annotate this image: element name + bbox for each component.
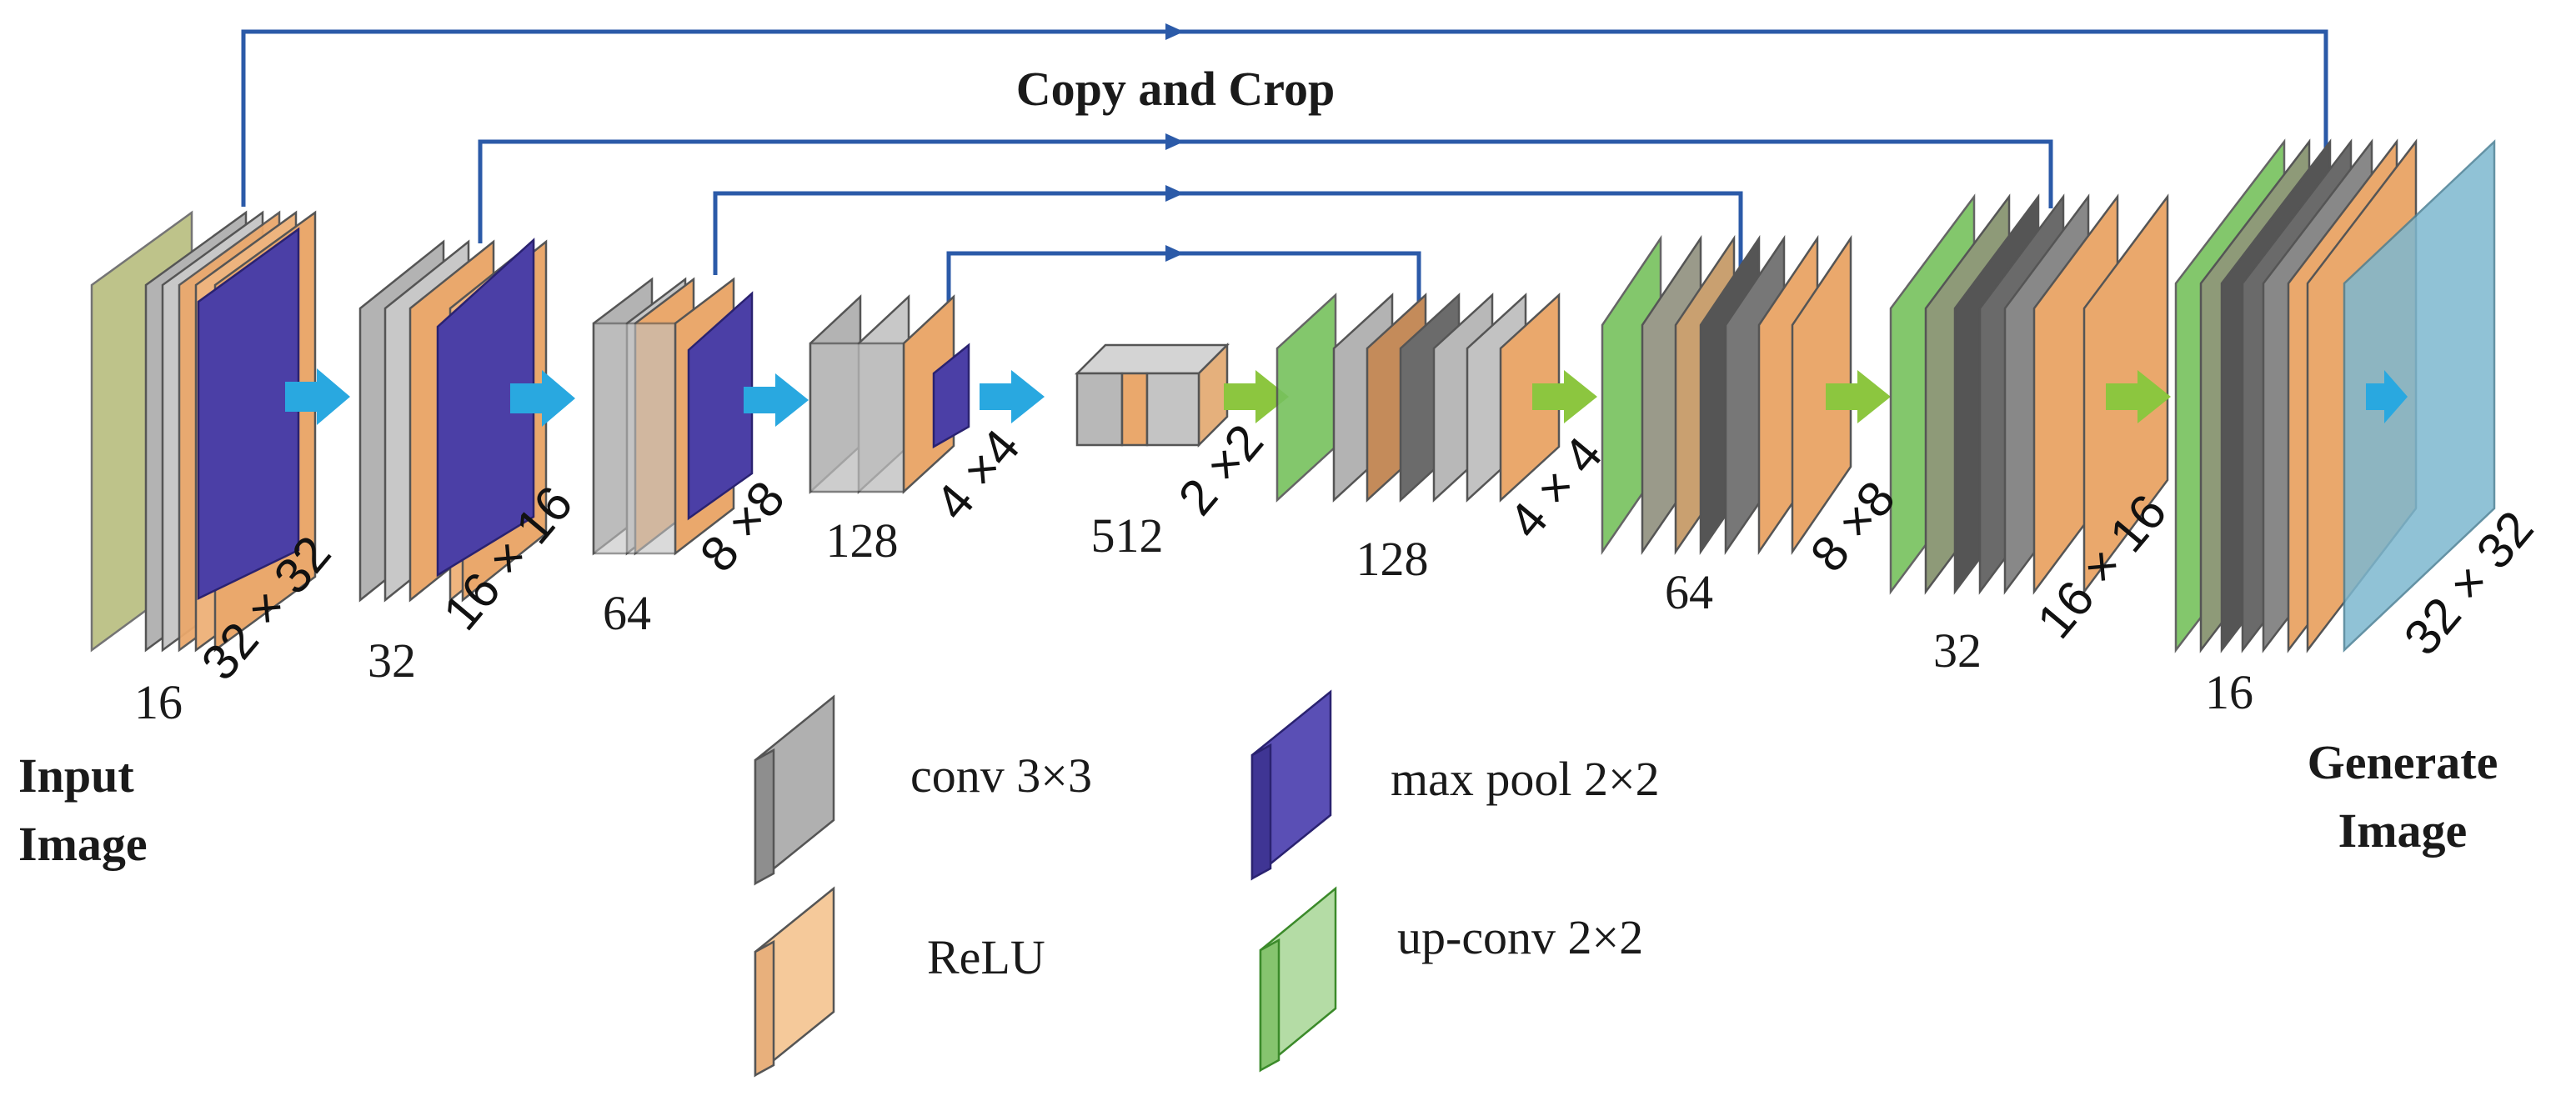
legend-label-conv: conv 3×3 (910, 748, 1092, 803)
arrow-down-2 (510, 370, 575, 427)
maxpool-slab (197, 227, 300, 600)
decoder-block-3 (1601, 234, 1891, 556)
maxpool-slab (932, 343, 970, 449)
legend-swatch-conv-side (754, 748, 775, 886)
encoder-block-4 (809, 294, 1045, 494)
upconv-slab (1275, 293, 1337, 503)
legend-item-conv: conv 3×3 (754, 694, 1092, 886)
maxpool-slab (436, 238, 535, 578)
arrow-down-4 (980, 370, 1045, 423)
relu-slab (1499, 293, 1561, 503)
encoder-block-2 (358, 238, 575, 603)
arrow-up-4 (2106, 370, 2171, 423)
arrow-up-2 (1532, 370, 1597, 423)
bottleneck-block (1074, 342, 1289, 448)
dec2-channels: 32 (1933, 623, 1982, 678)
skip-arrowhead-4 (1165, 245, 1184, 262)
bottleneck-relu-face (1120, 372, 1149, 447)
skip-arrowhead-2 (1165, 133, 1184, 150)
conv-front-face (592, 322, 677, 555)
arrow-up-3 (1826, 370, 1891, 423)
legend-label-upconv: up-conv 2×2 (1397, 910, 1643, 964)
bottleneck-conv-face (1145, 372, 1200, 447)
enc1-channels: 16 (134, 675, 183, 729)
skip-connection-line-4 (946, 251, 1421, 323)
legend-swatch-upconv-side (1259, 938, 1280, 1073)
dec1-channels: 16 (2205, 665, 2253, 719)
arrow-up-1 (1224, 370, 1289, 423)
legend-label-relu: ReLU (927, 930, 1045, 984)
skip-connection-line-3 (713, 191, 1743, 275)
decoder-block-1 (2174, 138, 2496, 653)
skip-connection-line-1 (241, 29, 2328, 208)
skip-connections (241, 23, 2328, 323)
encoder-block-3 (592, 277, 809, 556)
legend-item-upconv: up-conv 2×2 (1259, 886, 1643, 1073)
input-label-line1: Input (18, 748, 134, 803)
skip-arrowhead-1 (1165, 23, 1184, 40)
skip-connection-line-2 (478, 139, 2053, 243)
conv-front-face (809, 342, 905, 493)
output-label-line2: Image (2338, 803, 2468, 858)
output-label-line1: Generate (2308, 735, 2498, 789)
dec3-channels: 64 (1665, 565, 1713, 619)
diagram-title: Copy and Crop (1016, 62, 1336, 116)
legend-swatch-relu-side (754, 939, 775, 1078)
enc3-channels: 64 (603, 586, 651, 640)
relu-slab (1791, 234, 1852, 556)
legend-label-maxpool: max pool 2×2 (1391, 752, 1660, 806)
arrow-down-1 (285, 368, 350, 425)
decoder-block-2 (1889, 193, 2171, 595)
bottleneck-conv-face (1075, 372, 1124, 447)
legend-item-maxpool: max pool 2×2 (1250, 689, 1660, 881)
input-label-line2: Image (18, 817, 148, 871)
legend: conv 3×3 ReLU max pool 2×2 up-conv 2×2 (754, 689, 1660, 1078)
maxpool-slab (687, 291, 754, 521)
arrow-output (2366, 370, 2408, 423)
enc2-channels: 32 (368, 633, 416, 688)
output-image-slab (2343, 139, 2496, 653)
dec4-channels: 128 (1356, 532, 1429, 586)
skip-arrowhead-3 (1165, 185, 1184, 202)
enc4-channels: 128 (826, 513, 899, 568)
legend-swatch-maxpool-side (1250, 743, 1272, 881)
encoder-block-1 (90, 210, 350, 653)
legend-item-relu: ReLU (754, 886, 1045, 1078)
bottleneck-channels: 512 (1091, 508, 1164, 563)
arrow-down-3 (744, 373, 809, 427)
decoder-block-4 (1275, 293, 1597, 503)
